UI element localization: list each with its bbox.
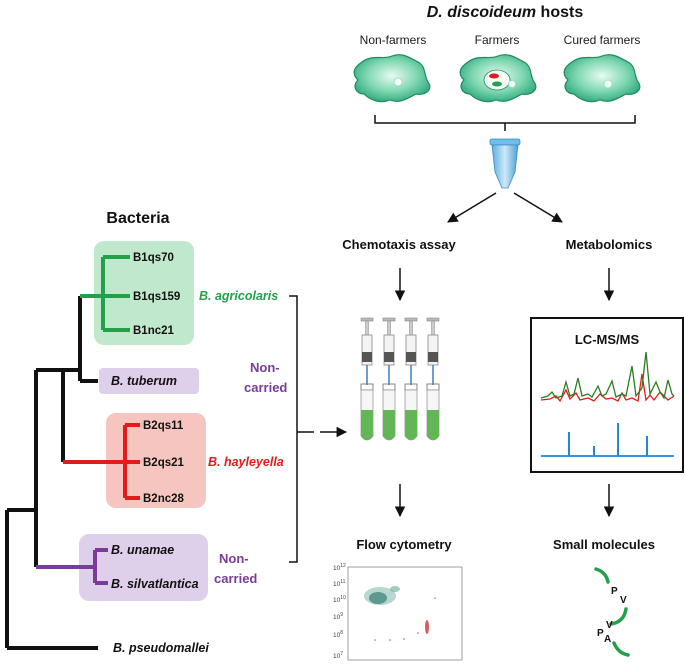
- strain-b2qs21: B2qs21: [143, 457, 185, 469]
- peptide-letter: A: [604, 634, 611, 645]
- chemotaxis-label: Chemotaxis assay: [342, 237, 456, 252]
- peptide-letter: V: [620, 595, 627, 606]
- amoeba-icon-nonfarmer: [353, 54, 431, 103]
- small-label: Small molecules: [553, 537, 655, 552]
- peptide-letter: P: [611, 586, 618, 597]
- tree-branch-agricolaris: [80, 255, 130, 332]
- bacteria-title: Bacteria: [106, 210, 169, 227]
- species-tuberum: B. tuberum: [111, 374, 177, 388]
- flow-tick-exponent: 10: [340, 595, 346, 601]
- syringes-group: [360, 317, 440, 441]
- chromatogram-red: [540, 373, 675, 403]
- agricolaris-box: [94, 241, 194, 345]
- bacteria-bracket: [289, 295, 314, 563]
- chromatogram-green: [540, 351, 675, 400]
- flow-tick-label: 1011: [333, 579, 346, 588]
- peptide-segment: [594, 567, 610, 584]
- noncarried-label-1-line1: Non-: [250, 360, 280, 375]
- peptide-letter: P: [597, 628, 604, 639]
- flow-tick-exponent: 9: [340, 612, 343, 618]
- flow-tick-exponent: 11: [340, 579, 345, 585]
- species-hayleyella: B. hayleyella: [208, 455, 284, 469]
- hosts-title-species: D. discoideum: [427, 4, 536, 21]
- strain-b1qs70: B1qs70: [133, 252, 174, 264]
- noncarried-label-2-line2: carried: [214, 571, 257, 586]
- hosts-title: D. discoideum hosts: [427, 4, 584, 21]
- host-label-cured: Cured farmers: [564, 33, 641, 47]
- peptide-segment: [609, 607, 628, 626]
- peptide-letter: V: [606, 620, 613, 631]
- arrow-to-metabolomics: [513, 192, 563, 223]
- syringe-icon: [404, 317, 418, 441]
- flow-tick-exponent: 7: [340, 651, 343, 657]
- flow-plot-frame: [347, 566, 463, 661]
- species-unamae: B. unamae: [111, 543, 174, 557]
- host-label-nonfarmers: Non-farmers: [360, 33, 427, 47]
- flow-population-red: [374, 597, 436, 641]
- tree-branch-hayleyella: [63, 423, 140, 500]
- flow-population-teal: [364, 586, 400, 605]
- hayleyella-box: [106, 413, 206, 508]
- hosts-title-rest: hosts: [536, 4, 583, 21]
- tree-branch-noncarried: [36, 548, 108, 585]
- arrow-to-chemotaxis: [447, 192, 497, 223]
- amoeba-icon-cured: [563, 54, 641, 103]
- tuberum-box: [99, 368, 199, 394]
- flow-tick-label: 108: [333, 630, 343, 639]
- flow-tick-label: 1012: [333, 563, 346, 572]
- flow-tick-label: 1010: [333, 595, 346, 604]
- strain-b1qs159: B1qs159: [133, 291, 180, 303]
- flow-tick-label: 107: [333, 651, 343, 660]
- species-agricolaris: B. agricolaris: [199, 289, 278, 303]
- noncarried-box-2: [79, 534, 208, 601]
- amoeba-icon-farmer: [459, 54, 537, 103]
- flow-tick-exponent: 8: [340, 630, 343, 636]
- strain-b2nc28: B2nc28: [143, 493, 185, 505]
- hosts-bracket: [374, 115, 636, 131]
- syringe-icon: [360, 317, 374, 441]
- tube-icon: [489, 138, 521, 189]
- strain-b2qs11: B2qs11: [143, 420, 184, 432]
- species-pseudomallei: B. pseudomallei: [113, 641, 209, 655]
- syringe-icon: [382, 317, 396, 441]
- flow-tick-exponent: 12: [340, 563, 346, 569]
- metabolomics-label: Metabolomics: [566, 237, 653, 252]
- noncarried-label-1-line2: carried: [244, 380, 287, 395]
- noncarried-label-2-line1: Non-: [219, 551, 249, 566]
- flow-tick-label: 109: [333, 612, 343, 621]
- strain-b1nc21: B1nc21: [133, 325, 175, 337]
- flow-label: Flow cytometry: [356, 537, 452, 552]
- host-label-farmers: Farmers: [475, 33, 520, 47]
- tree-backbone: [5, 296, 98, 650]
- peptide-segment: [612, 641, 630, 657]
- species-silvatlantica: B. silvatlantica: [111, 577, 199, 591]
- lcms-label: LC-MS/MS: [575, 332, 640, 347]
- syringe-icon: [426, 317, 440, 441]
